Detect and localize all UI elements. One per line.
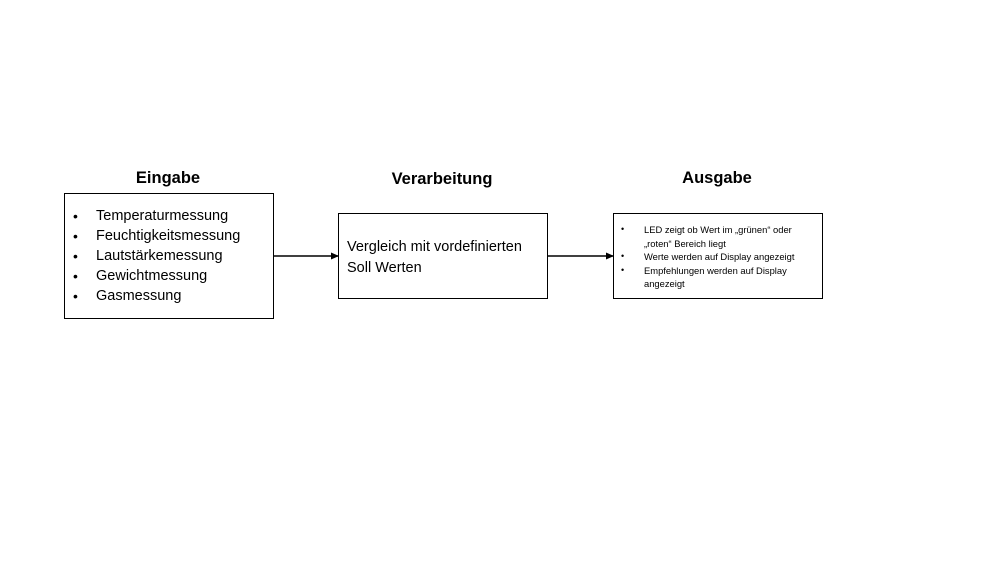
heading-eingabe: Eingabe — [135, 169, 201, 187]
bullet-icon: • — [621, 251, 625, 261]
input-list-item: • Gasmessung — [65, 286, 273, 306]
input-item-label: Gewichtmessung — [96, 268, 208, 284]
output-item-label: Empfehlungen werden auf Display angezeig… — [644, 264, 787, 290]
output-list: • LED zeigt ob Wert im „grünen“ oder „ro… — [614, 223, 822, 291]
output-list-item: • Werte werden auf Display angezeigt — [614, 250, 822, 264]
process-box: Vergleich mit vordefinierten Soll Werten — [338, 213, 548, 299]
bullet-icon: • — [73, 268, 78, 284]
output-item-label: LED zeigt ob Wert im „grünen“ oder „rote… — [644, 224, 792, 249]
input-item-label: Lautstärkemessung — [96, 248, 223, 264]
input-box: • Temperaturmessung • Feuchtigkeitsmessu… — [64, 193, 274, 319]
bullet-icon: • — [73, 208, 78, 224]
input-list-item: • Gewichtmessung — [65, 266, 273, 286]
bullet-icon: • — [73, 248, 78, 264]
input-item-label: Temperaturmessung — [96, 208, 229, 224]
input-list-item: • Lautstärkemessung — [65, 246, 273, 266]
input-list-item: • Feuchtigkeitsmessung — [65, 226, 273, 246]
bullet-icon: • — [621, 224, 625, 234]
process-text: Vergleich mit vordefinierten Soll Werten — [347, 239, 522, 276]
heading-ausgabe: Ausgabe — [682, 169, 752, 187]
bullet-icon: • — [621, 264, 625, 275]
heading-verarbeitung: Verarbeitung — [391, 170, 493, 188]
bullet-icon: • — [73, 228, 78, 244]
input-list-item: • Temperaturmessung — [65, 206, 273, 226]
input-item-label: Gasmessung — [96, 288, 182, 304]
input-item-label: Feuchtigkeitsmessung — [96, 228, 241, 244]
output-box: • LED zeigt ob Wert im „grünen“ oder „ro… — [613, 213, 823, 299]
output-item-label: Werte werden auf Display angezeigt — [644, 251, 795, 262]
output-list-item: • LED zeigt ob Wert im „grünen“ oder „ro… — [614, 223, 822, 250]
output-list-item: • Empfehlungen werden auf Display angeze… — [614, 264, 822, 291]
input-list: • Temperaturmessung • Feuchtigkeitsmessu… — [65, 206, 273, 306]
bullet-icon: • — [73, 288, 78, 304]
